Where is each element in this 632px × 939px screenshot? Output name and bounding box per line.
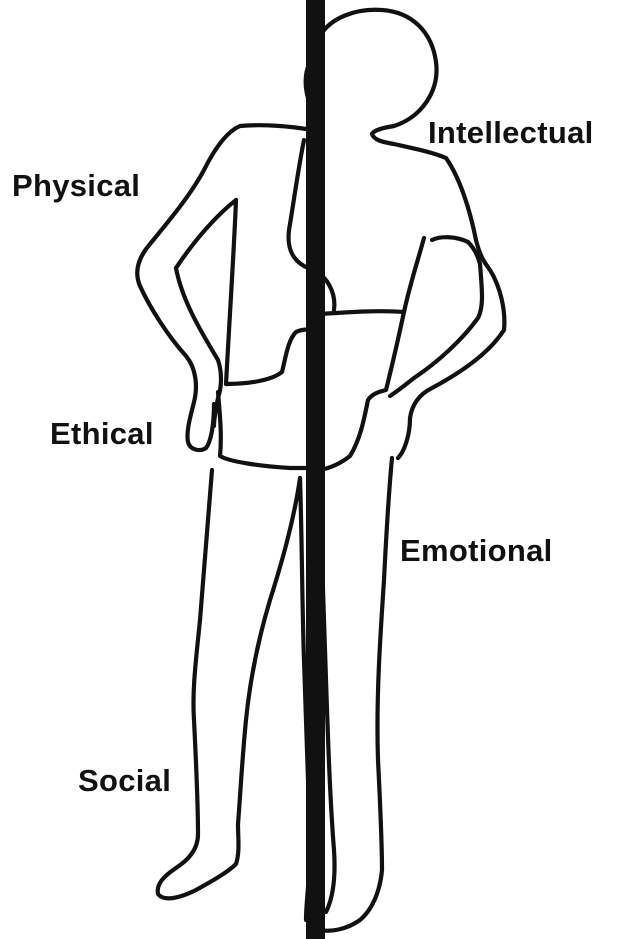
center-divider-line	[306, 0, 325, 939]
label-ethical: Ethical	[50, 418, 154, 449]
label-emotional: Emotional	[400, 535, 553, 566]
label-physical: Physical	[12, 170, 140, 201]
label-social: Social	[78, 765, 171, 796]
label-intellectual: Intellectual	[428, 117, 594, 148]
